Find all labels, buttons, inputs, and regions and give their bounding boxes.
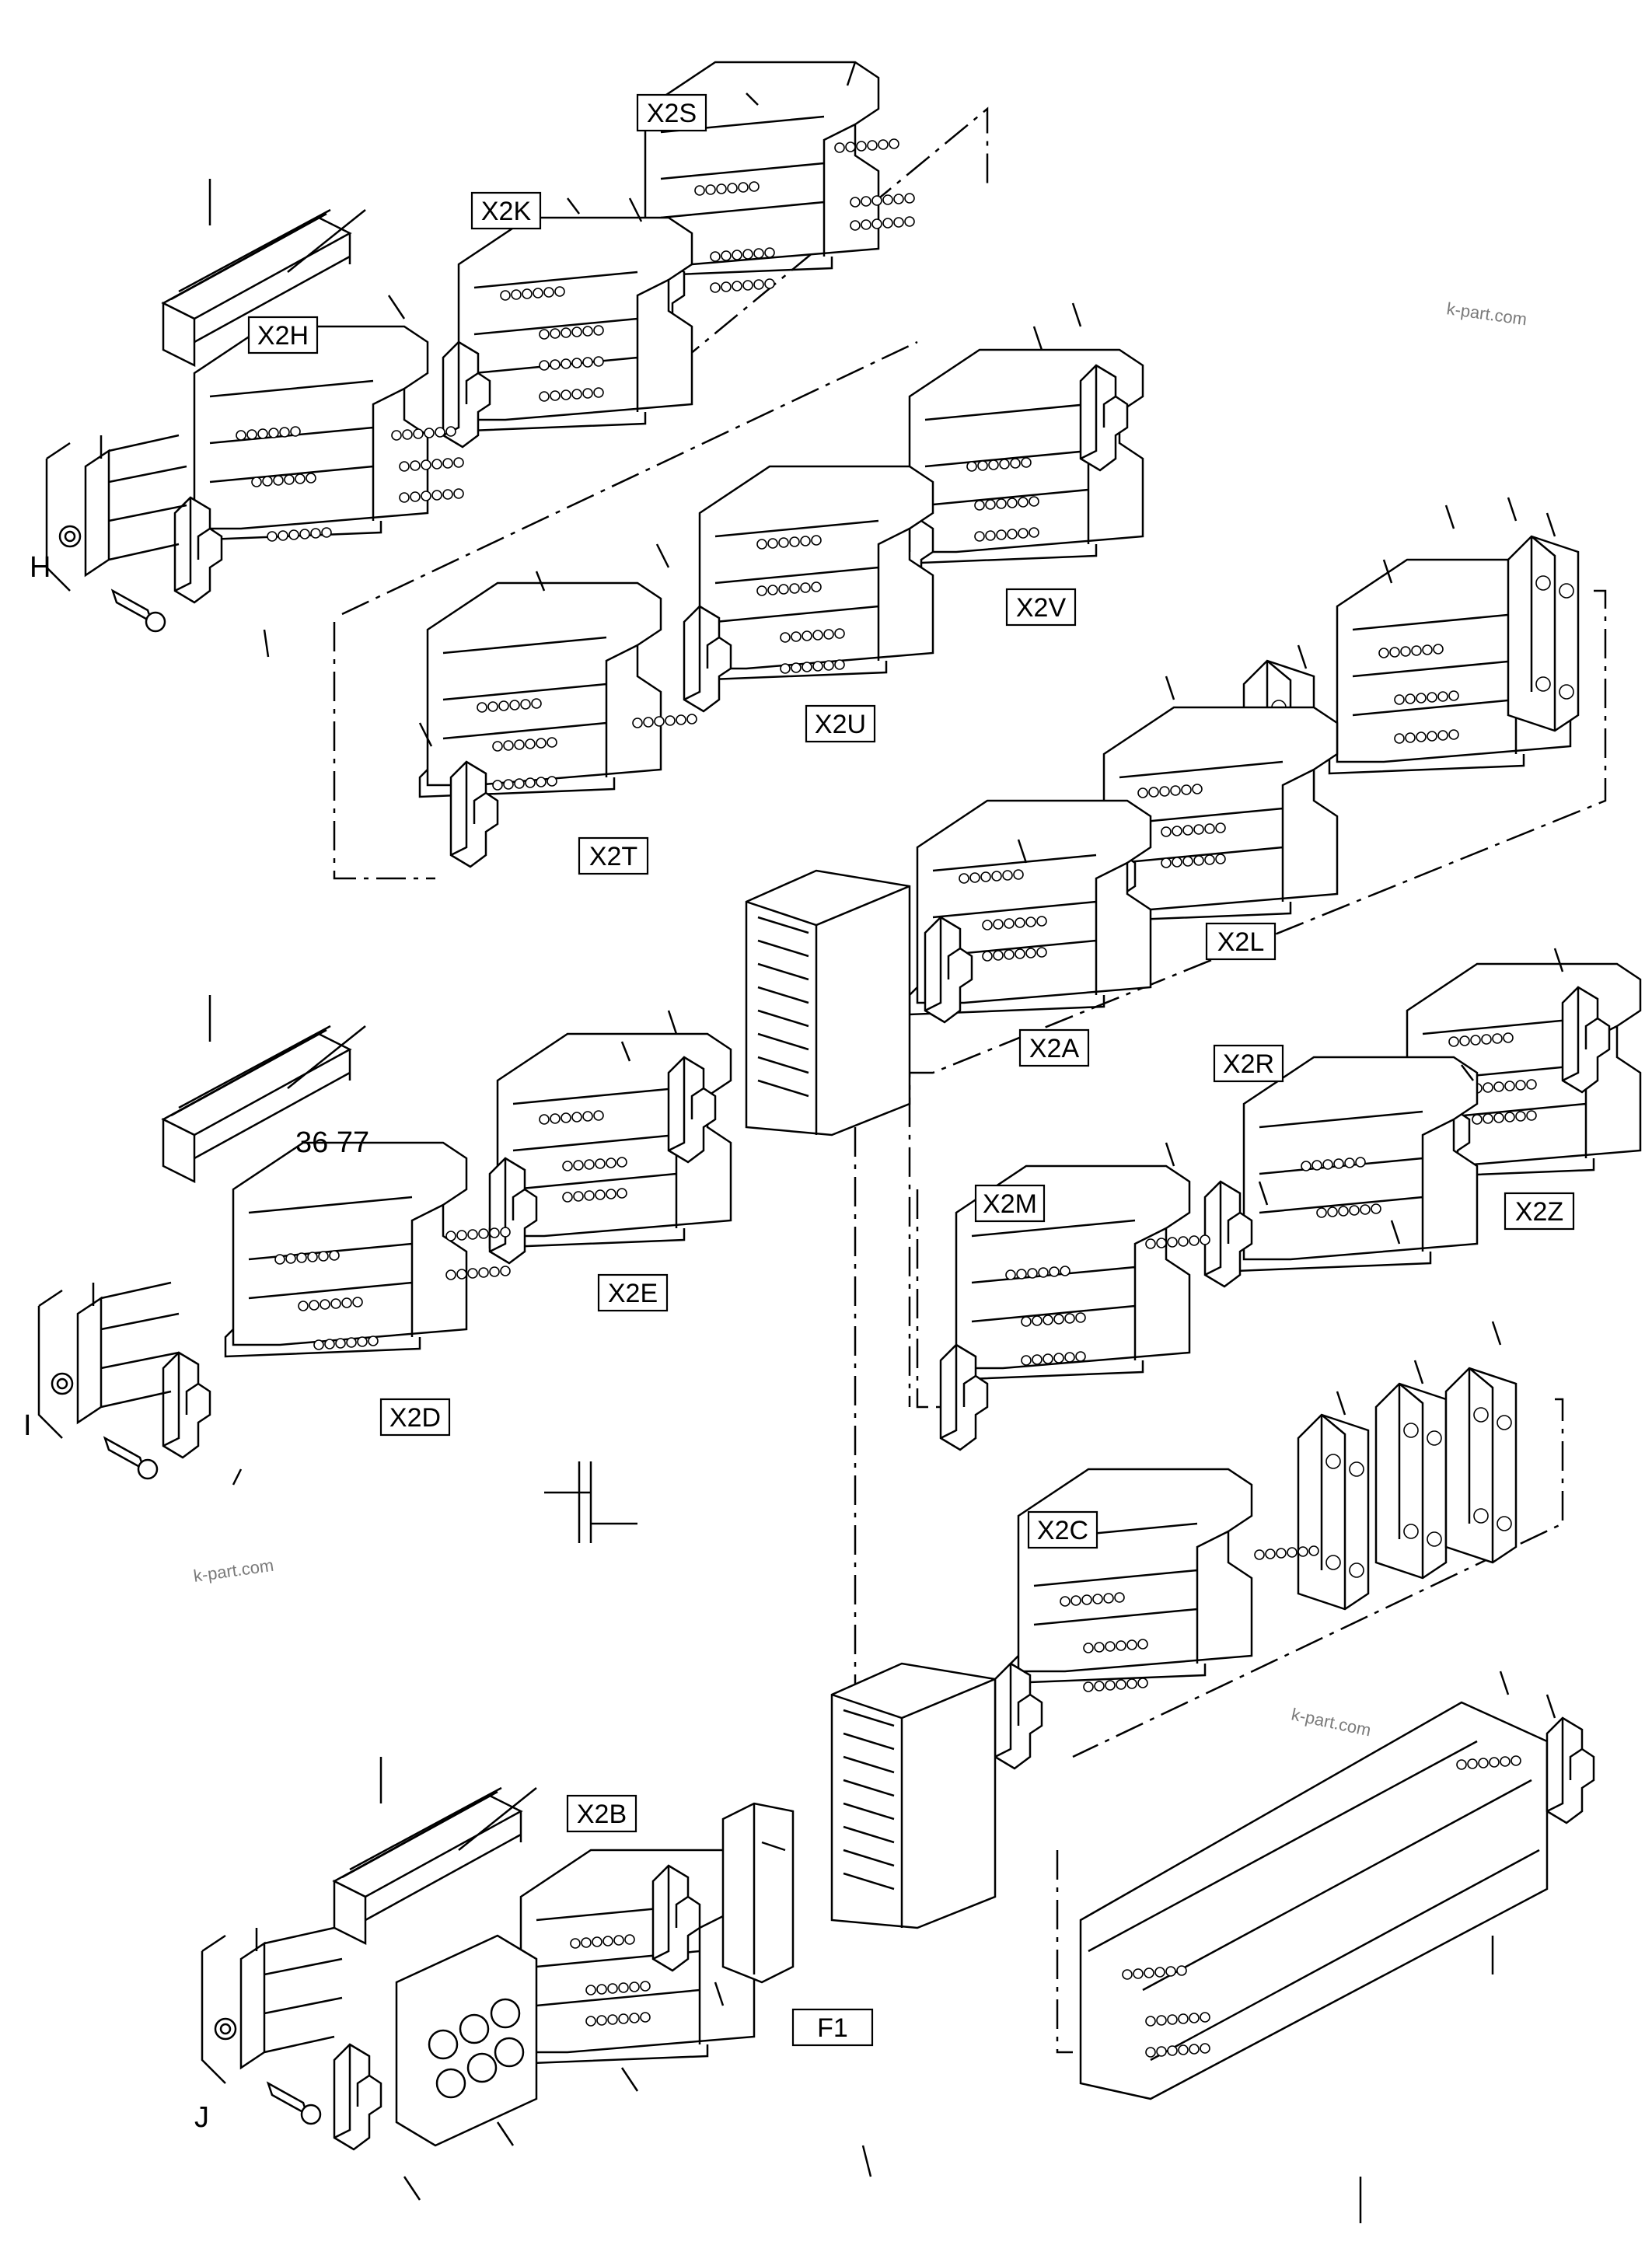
- end-clamp-x2d: [162, 1351, 211, 1459]
- group-letter-i: I: [23, 1409, 32, 1442]
- group-outline-x2c: [1072, 1398, 1564, 1758]
- din-rail-bracket-j: [201, 1926, 344, 2125]
- label-x2m: X2M: [974, 1184, 1046, 1223]
- terminal-block-x2b: [512, 1849, 756, 2065]
- wiring-duct-bottom: [333, 1755, 538, 1945]
- group-outline-x2t: [333, 622, 435, 880]
- svg-text:X2T: X2T: [589, 842, 637, 871]
- label-x2d: X2D: [379, 1398, 451, 1437]
- label-x2r: X2R: [1213, 1044, 1284, 1083]
- svg-text:X2Z: X2Z: [1515, 1197, 1563, 1227]
- svg-text:F1: F1: [817, 2013, 848, 2043]
- long-terminal-block: [1079, 1701, 1549, 2100]
- svg-text:X2U: X2U: [815, 710, 866, 739]
- multi-terminal-stack-b: [1444, 1367, 1518, 1564]
- label-x2s: X2S: [636, 93, 707, 132]
- svg-text:X2S: X2S: [647, 99, 697, 128]
- terminal-block-x2d: [224, 1141, 468, 1358]
- svg-text:X2V: X2V: [1016, 593, 1067, 623]
- label-x2e: X2E: [597, 1273, 669, 1312]
- group-outline-x2s: [676, 106, 989, 366]
- label-x2c: X2C: [1027, 1510, 1098, 1549]
- label-x2t: X2T: [578, 836, 649, 875]
- svg-text:X2H: X2H: [257, 321, 309, 351]
- din-rail-bracket-h: [45, 434, 188, 633]
- svg-text:X2B: X2B: [577, 1800, 627, 1829]
- terminal-block-x2c: [1009, 1468, 1253, 1685]
- label-x2v: X2V: [1005, 588, 1077, 627]
- svg-text:X2R: X2R: [1223, 1049, 1274, 1079]
- end-clamp-x2c: [994, 1662, 1043, 1770]
- svg-text:X2A: X2A: [1029, 1034, 1080, 1063]
- din-rail-bracket-i: [37, 1281, 180, 1480]
- rail-symbol: [544, 1461, 637, 1543]
- label-x2h: X2H: [247, 316, 319, 354]
- watermark-3: k-part.com: [1290, 1704, 1373, 1740]
- label-x2z: X2Z: [1504, 1192, 1575, 1231]
- label-x2u: X2U: [805, 704, 876, 743]
- end-clamp-long-block: [1545, 1716, 1595, 1824]
- terminal-block-x2h: [185, 325, 429, 542]
- svg-text:X2E: X2E: [608, 1279, 658, 1308]
- label-x2a: X2A: [1018, 1028, 1090, 1067]
- svg-text:X2L: X2L: [1217, 927, 1265, 957]
- svg-text:X2C: X2C: [1037, 1516, 1088, 1545]
- svg-text:X2D: X2D: [389, 1403, 441, 1433]
- group-outline-x2l: [908, 589, 1607, 1407]
- reference-number: 36 77: [295, 1126, 369, 1159]
- cable-gland-plate: [395, 1934, 538, 2147]
- terminal-block-x2t: [418, 581, 662, 798]
- watermark-2: k-part.com: [192, 1555, 274, 1586]
- watermark-1: k-part.com: [1445, 299, 1528, 329]
- group-outline-x2h: [341, 340, 918, 616]
- group-letter-h: H: [30, 551, 51, 584]
- svg-text:X2K: X2K: [481, 197, 532, 226]
- connector-housing-lower: [830, 1662, 997, 1929]
- group-letter-j: J: [194, 2101, 209, 2134]
- circuit-breaker-f1: [721, 1802, 795, 1984]
- group-outline-bottom: [1056, 1850, 1073, 2054]
- label-x2l: X2L: [1205, 922, 1277, 961]
- narrow-terminal-top-right: [1507, 535, 1580, 732]
- end-clamp-j: [333, 2043, 382, 2151]
- label-f1: F1: [791, 2008, 874, 2047]
- multi-terminal-stack-a: [1374, 1382, 1448, 1580]
- svg-text:X2M: X2M: [983, 1189, 1037, 1219]
- label-x2k: X2K: [470, 191, 542, 230]
- narrow-terminal-x2c: [1297, 1413, 1370, 1611]
- connector-housing-upper: [745, 869, 911, 1136]
- label-x2b: X2B: [566, 1794, 637, 1833]
